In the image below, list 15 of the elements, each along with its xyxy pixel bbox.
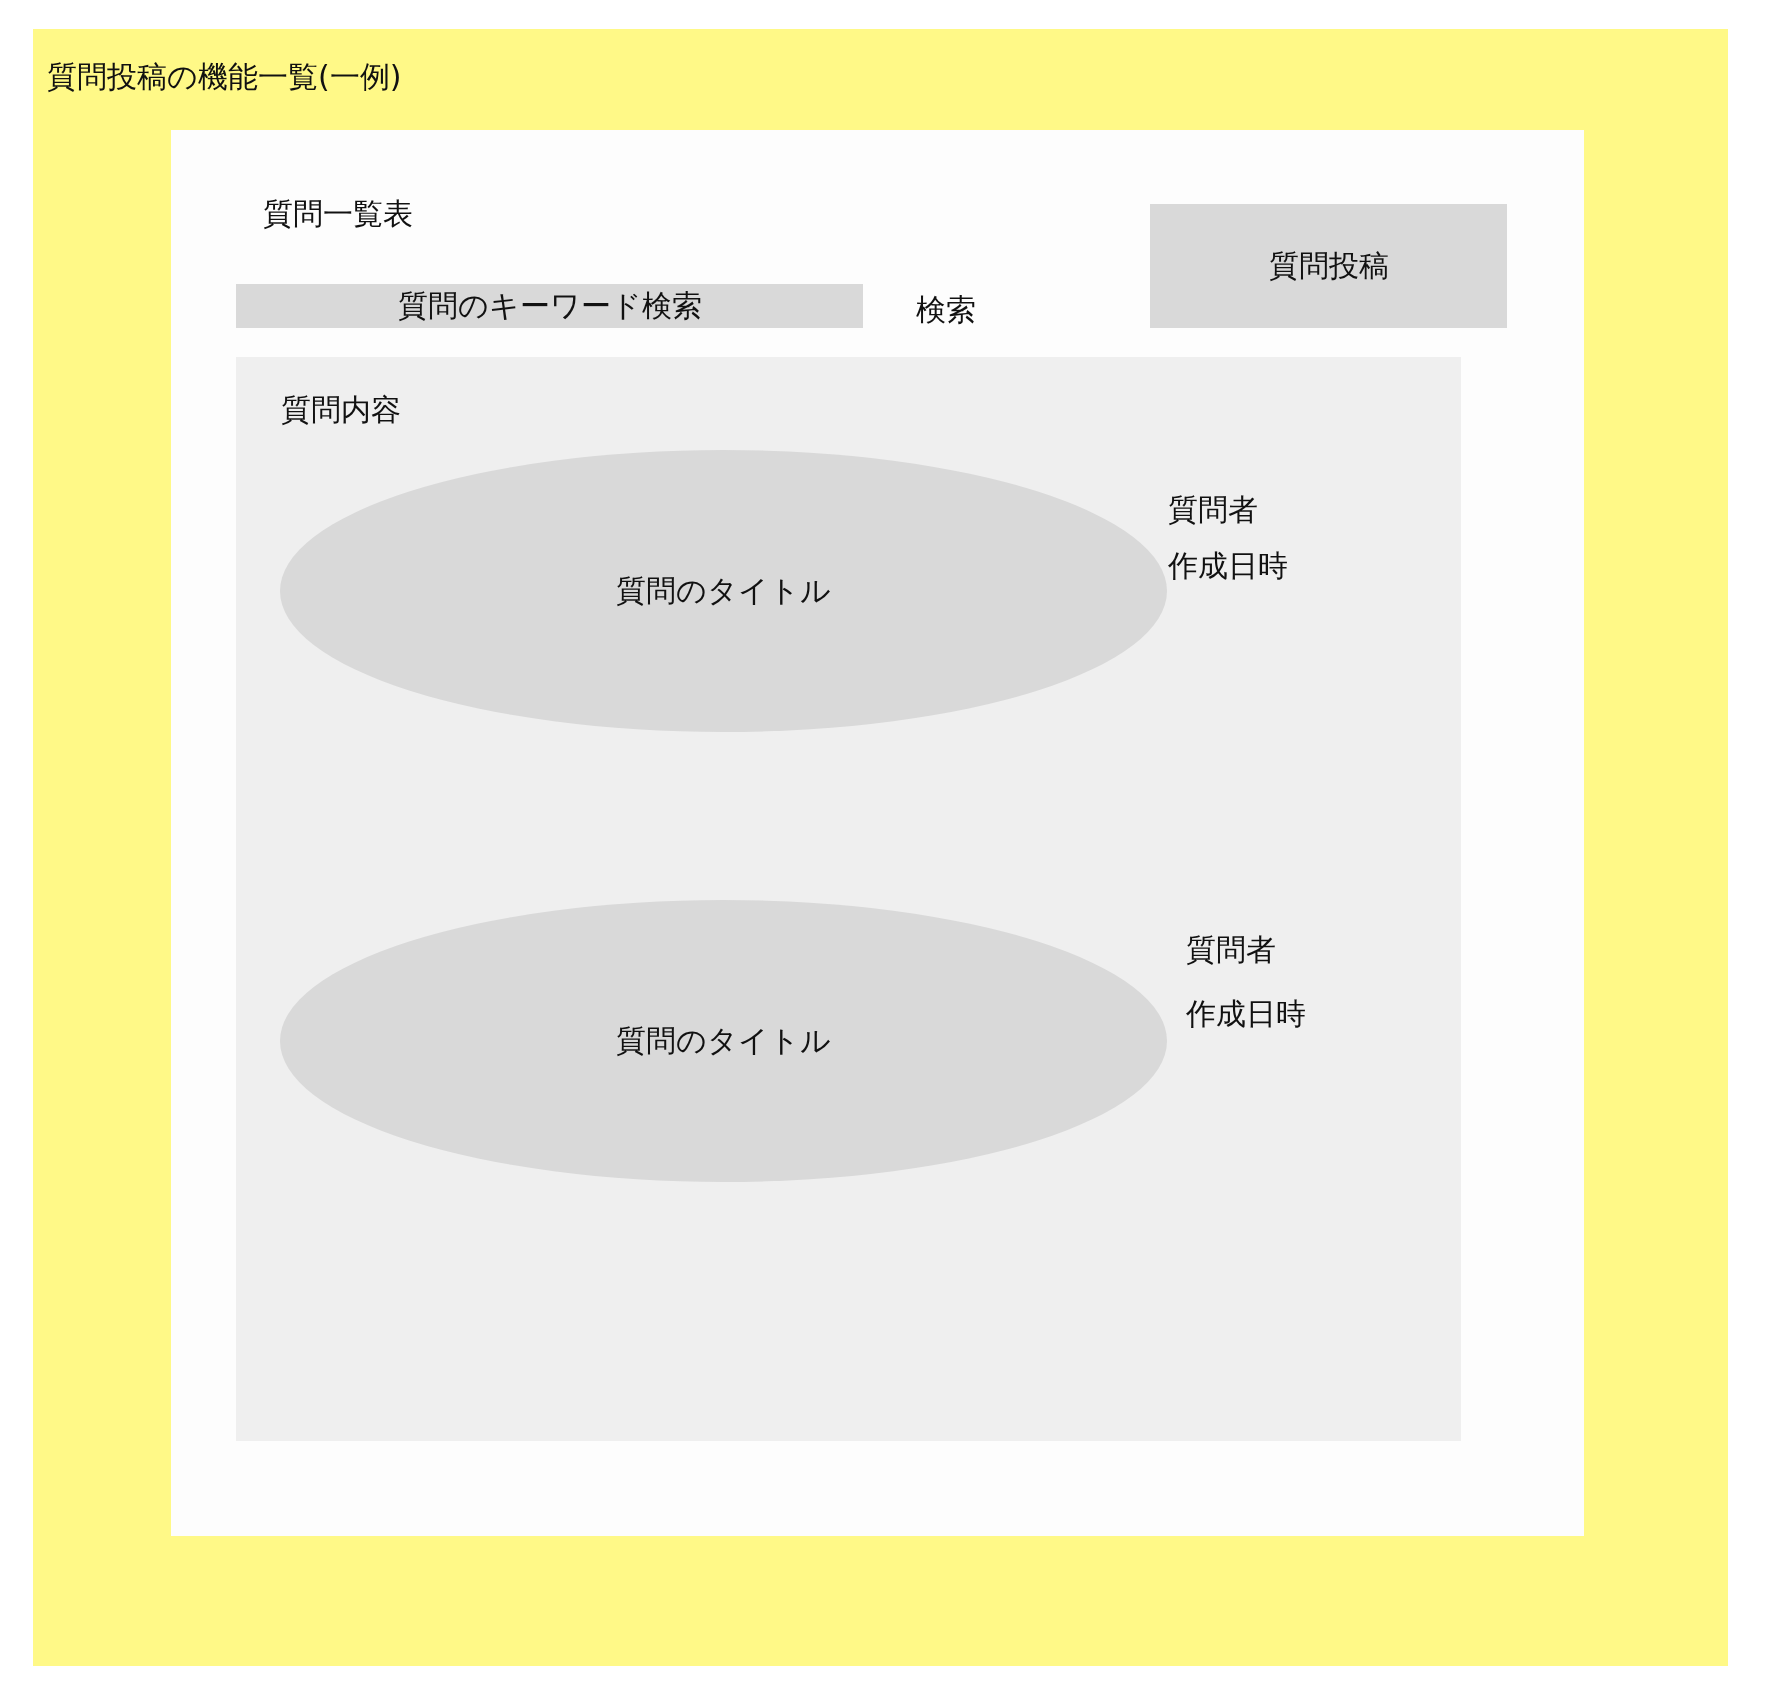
question-title-ellipse: 質問のタイトル	[280, 900, 1167, 1182]
page-title: 質問投稿の機能一覧(一例)	[47, 58, 402, 96]
list-heading: 質問一覧表	[263, 195, 413, 233]
author-text: 質問者	[1186, 931, 1276, 969]
search-link: 検索	[916, 291, 976, 329]
content-panel	[171, 130, 1584, 1536]
search-input-field: 質問のキーワード検索	[236, 284, 863, 328]
post-question-button: 質問投稿	[1150, 204, 1507, 328]
section-heading: 質問内容	[281, 391, 401, 429]
page-background	[33, 29, 1728, 1666]
author-text: 質問者	[1168, 491, 1258, 529]
date-text: 作成日時	[1168, 547, 1288, 585]
question-list-panel	[236, 357, 1461, 1441]
question-title-ellipse: 質問のタイトル	[280, 450, 1167, 732]
date-text: 作成日時	[1186, 995, 1306, 1033]
